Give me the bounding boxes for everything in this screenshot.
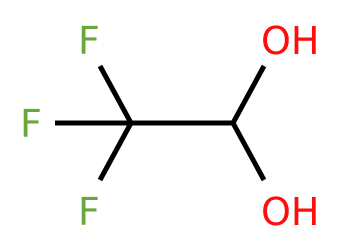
atom-f-bottom: F [78, 190, 100, 234]
atom-oh-top: OH [261, 19, 319, 63]
bond-co-bottom [230, 121, 267, 182]
bond-co-top [230, 64, 267, 125]
atom-oh-bottom: OH [261, 190, 319, 234]
bond-cf-bottom [97, 121, 134, 182]
bond-cf-top [97, 64, 134, 125]
atom-f-top: F [78, 19, 100, 63]
atom-f-left: F [20, 102, 42, 146]
